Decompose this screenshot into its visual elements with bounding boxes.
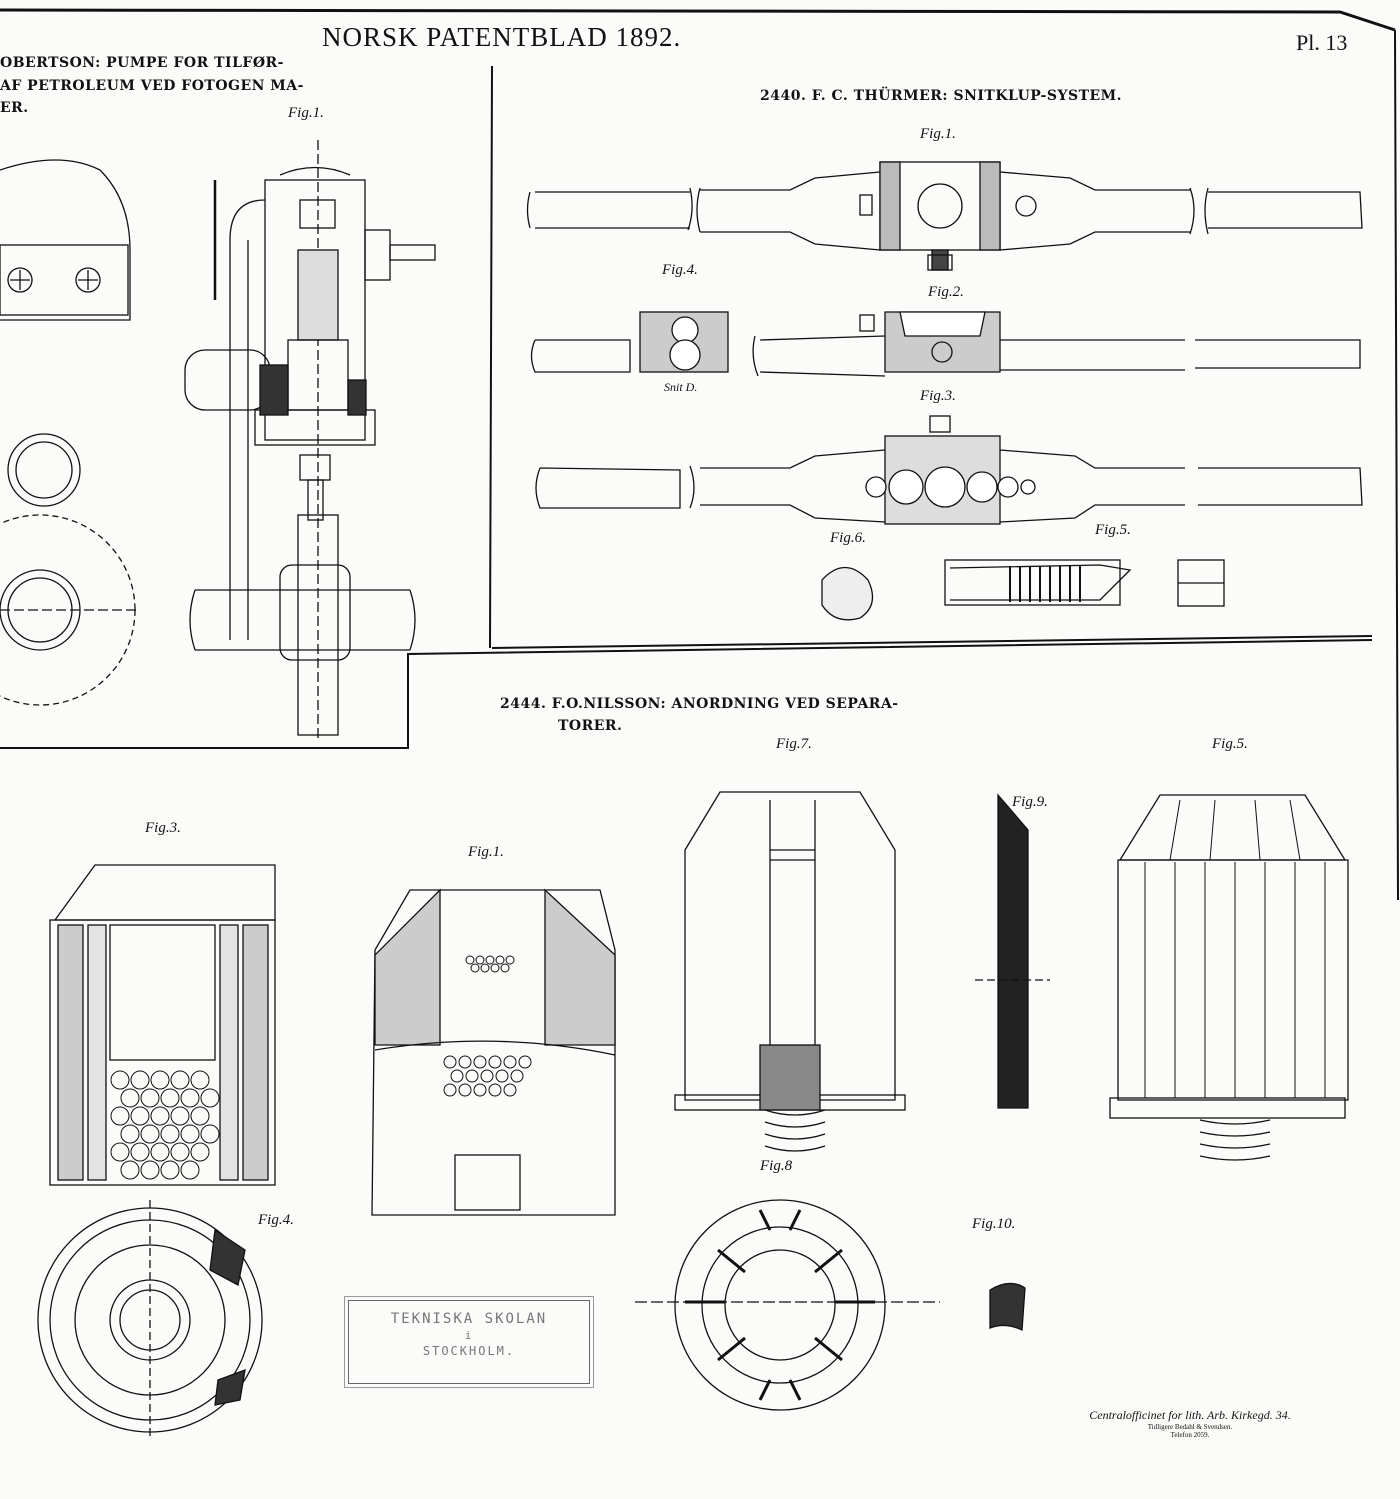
thurmer-fig3-label: Fig.3. [920,388,956,404]
thurmer-fig6-label: Fig.6. [830,530,866,546]
nilsson-fig1-label: Fig.1. [468,844,504,860]
thurmer-fig2-label: Fig.2. [928,284,964,300]
nilsson-caption-line2: TORER. [558,718,623,734]
thurmer-snit-label: Snit D. [664,380,698,394]
library-stamp: TEKNISKA SKOLAN i STOCKHOLM. [344,1296,594,1388]
stamp-line1: TEKNISKA SKOLAN [390,1311,548,1327]
plate-number: Pl. 13 [1296,30,1348,55]
nilsson-fig8-label: Fig.8 [760,1158,793,1174]
plate-title: NORSK PATENTBLAD 1892. [322,22,682,52]
stamp-line3: STOCKHOLM. [422,1344,516,1358]
imprint-line1: Centralofficinet for lith. Arb. Kirkegd.… [1089,1408,1291,1422]
nilsson-fig4-label: Fig.4. [258,1212,294,1228]
robertson-caption-line2: AF PETROLEUM VED FOTOGEN MA- [0,78,304,94]
printer-imprint: Centralofficinet for lith. Arb. Kirkegd.… [1060,1408,1320,1439]
imprint-line2: Tidligere Bedahl & Svendsen. [1147,1423,1233,1431]
robertson-caption-line3: ER. [0,100,29,116]
thurmer-caption: 2440. F. C. THÜRMER: SNITKLUP-SYSTEM. [760,88,1123,104]
nilsson-fig7-label: Fig.7. [776,736,812,752]
nilsson-fig9-label: Fig.9. [1012,794,1048,810]
nilsson-caption-line1: 2444. F.O.NILSSON: ANORDNING VED SEPARA- [500,696,899,712]
robertson-caption-line1: OBERTSON: PUMPE FOR TILFØR- [0,55,284,71]
robertson-fig1-label: Fig.1. [288,105,324,121]
nilsson-fig5-label: Fig.5. [1212,736,1248,752]
nilsson-fig10-label: Fig.10. [972,1216,1016,1232]
thurmer-fig1-label: Fig.1. [920,126,956,142]
imprint-line3: Telefon 2059. [1170,1431,1210,1439]
thurmer-fig5-label: Fig.5. [1095,522,1131,538]
thurmer-fig4-label: Fig.4. [662,262,698,278]
stamp-line2: i [464,1329,474,1342]
nilsson-fig3-label: Fig.3. [145,820,181,836]
